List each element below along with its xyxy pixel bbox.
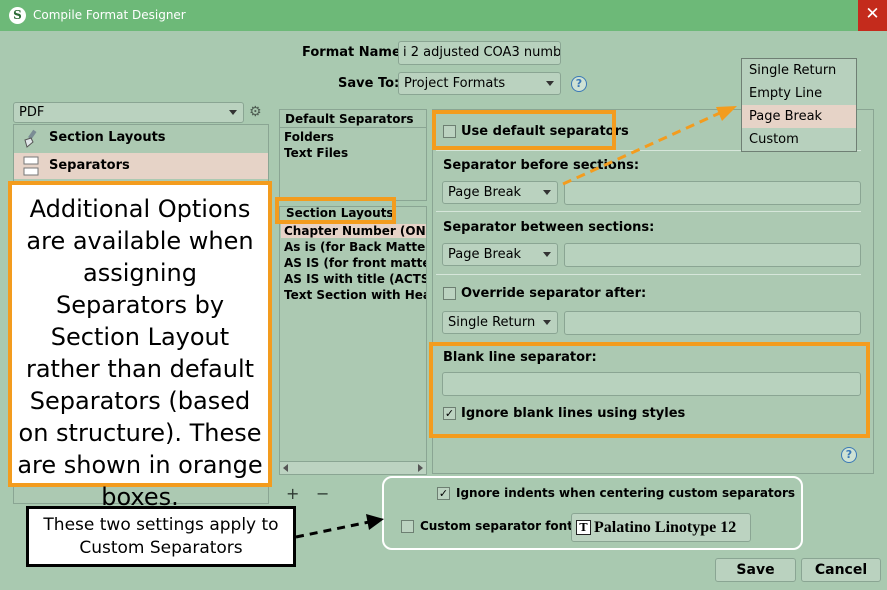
menu-item-page-break[interactable]: Page Break: [742, 105, 856, 128]
section-layouts-highlight: [275, 197, 396, 224]
save-to-label: Save To:: [338, 76, 400, 91]
list-header-divider: [280, 127, 426, 128]
bottom-callout: These two settings apply to Custom Separ…: [26, 506, 296, 567]
custom-font-checkbox[interactable]: [401, 520, 414, 533]
list-item-layout[interactable]: As is (for Back Matter): [284, 240, 426, 254]
between-sections-value: Page Break: [448, 247, 522, 262]
sidebar-item-label: Separators: [49, 158, 130, 173]
between-sections-label: Separator between sections:: [443, 220, 655, 235]
between-sections-select[interactable]: Page Break: [442, 243, 558, 266]
list-item-layout[interactable]: Chapter Number (ONLY): [281, 224, 426, 238]
ignore-blank-lines-label: Ignore blank lines using styles: [461, 406, 686, 421]
add-layout-button[interactable]: +: [286, 484, 300, 503]
ignore-indents-checkbox[interactable]: ✓: [437, 487, 450, 500]
window-title: Compile Format Designer: [33, 8, 186, 22]
separator-icon: [23, 156, 39, 176]
brush-icon: [24, 129, 37, 148]
font-picker-button[interactable]: T Palatino Linotype 12: [571, 513, 751, 542]
output-format-select[interactable]: PDF: [13, 102, 244, 123]
save-to-select[interactable]: Project Formats: [398, 72, 561, 95]
menu-item-custom[interactable]: Custom: [749, 132, 799, 147]
help-icon[interactable]: ?: [571, 76, 587, 92]
remove-layout-button[interactable]: −: [316, 484, 330, 503]
blank-line-input[interactable]: [442, 372, 861, 396]
title-bar: S Compile Format Designer ✕: [0, 0, 887, 31]
custom-font-label: Custom separator font: [420, 519, 573, 533]
font-button-label: Palatino Linotype 12: [594, 519, 737, 536]
before-sections-custom-input[interactable]: [564, 181, 861, 205]
ignore-blank-lines-checkbox[interactable]: ✓: [443, 407, 456, 420]
section-divider: [436, 274, 861, 275]
sidebar-item-section-layouts[interactable]: Section Layouts: [14, 125, 268, 152]
use-default-highlight: [432, 110, 616, 150]
format-name-label: Format Name:: [302, 45, 406, 60]
list-item-folders[interactable]: Folders: [284, 130, 334, 144]
chevron-down-icon: [229, 110, 237, 115]
between-sections-custom-input[interactable]: [564, 243, 861, 267]
custom-separator-highlight: [382, 476, 803, 550]
sidebar-item-label: Section Layouts: [49, 130, 166, 145]
chevron-down-icon: [543, 252, 551, 257]
default-separators-list: [279, 109, 427, 201]
help-icon[interactable]: ?: [841, 447, 857, 463]
font-icon: T: [576, 520, 591, 535]
menu-item-empty-line[interactable]: Empty Line: [749, 86, 823, 101]
section-layouts-header: Section Layouts: [286, 206, 394, 220]
override-separator-select[interactable]: Single Return: [442, 311, 558, 334]
before-sections-value: Page Break: [448, 185, 522, 200]
before-sections-select[interactable]: Page Break: [442, 181, 558, 204]
format-name-input[interactable]: i 2 adjusted COA3 numbers: [398, 41, 561, 65]
cancel-button[interactable]: Cancel: [801, 558, 881, 582]
override-separator-custom-input[interactable]: [564, 311, 861, 335]
scroll-right-icon[interactable]: [418, 464, 423, 472]
blank-line-highlight: [429, 342, 870, 438]
default-separators-header: Default Separators: [285, 112, 414, 126]
list-item-text-files[interactable]: Text Files: [284, 146, 349, 160]
chevron-down-icon: [543, 320, 551, 325]
before-sections-label: Separator before sections:: [443, 158, 640, 173]
output-format-value: PDF: [19, 105, 45, 120]
horizontal-scrollbar[interactable]: [280, 461, 426, 474]
black-dashed-arrow: [295, 520, 370, 539]
override-separator-value: Single Return: [448, 315, 536, 330]
app-logo-icon: S: [9, 7, 26, 24]
sidebar-item-separators[interactable]: Separators: [14, 153, 268, 179]
scroll-left-icon[interactable]: [283, 464, 288, 472]
save-button[interactable]: Save: [715, 558, 796, 582]
section-divider: [436, 211, 861, 212]
blank-line-label: Blank line separator:: [443, 350, 597, 365]
ignore-indents-label: Ignore indents when centering custom sep…: [456, 486, 796, 500]
gear-icon[interactable]: ⚙: [249, 104, 262, 120]
chevron-down-icon: [543, 190, 551, 195]
override-separator-label: Override separator after:: [461, 286, 647, 301]
list-item-layout[interactable]: AS IS (for front matter): [284, 256, 426, 270]
override-separator-checkbox[interactable]: [443, 287, 456, 300]
left-callout: Additional Options are available when as…: [8, 181, 272, 511]
chevron-down-icon: [546, 81, 554, 86]
separator-dropdown-menu: Single Return Empty Line Page Break Cust…: [741, 58, 857, 152]
list-item-layout[interactable]: AS IS with title (ACTS): [284, 272, 426, 286]
use-default-checkbox[interactable]: [443, 125, 456, 138]
menu-item-single-return[interactable]: Single Return: [749, 63, 837, 78]
save-to-value: Project Formats: [404, 76, 506, 91]
section-layouts-list: [279, 206, 427, 475]
close-button[interactable]: ✕: [858, 0, 887, 31]
list-item-layout[interactable]: Text Section with Heading: [284, 288, 426, 302]
